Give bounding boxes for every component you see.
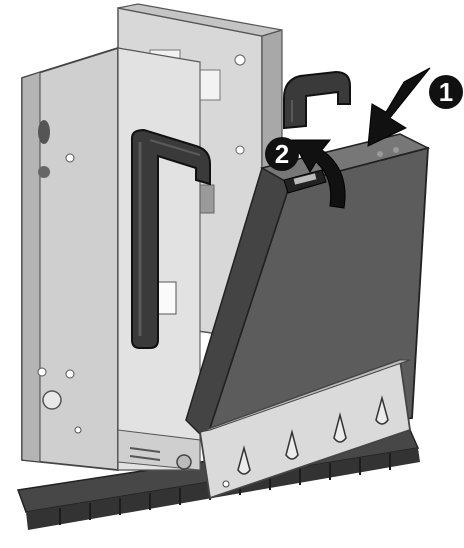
drive-guide-rail-right (284, 72, 350, 128)
callout-1-label: 1 (439, 77, 453, 107)
callout-1: 1 (429, 75, 463, 109)
callout-2: 2 (265, 137, 299, 171)
callout-2-label: 2 (275, 139, 289, 169)
cage-left-panel (22, 48, 118, 470)
